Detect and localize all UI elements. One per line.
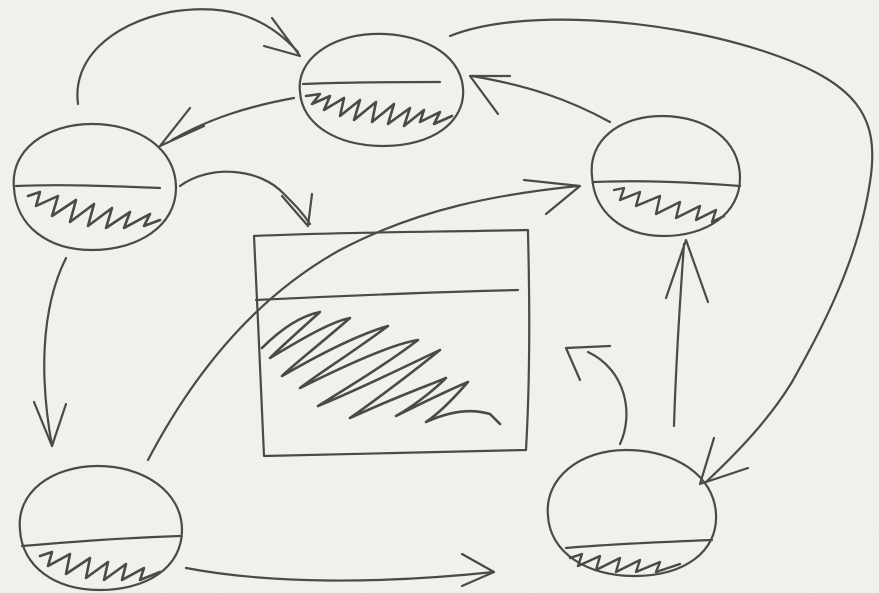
- node-top-circle: [298, 32, 465, 148]
- node-bottom-left-scribble: [38, 550, 162, 582]
- node-center-divider: [254, 288, 520, 302]
- node-bottom-left-circle: [18, 464, 184, 592]
- edge-bottom-right-to-center-line: [586, 350, 628, 446]
- node-center-box: [252, 228, 531, 458]
- edge-bottom-right-to-center-arrowhead: [564, 344, 612, 382]
- edge-left-to-bottom-left: [32, 256, 68, 448]
- node-left-divider: [14, 184, 162, 190]
- edge-left-to-top-arrowhead: [262, 16, 302, 58]
- edge-left-to-center: [178, 170, 314, 228]
- edge-bottom-right-to-center: [564, 344, 628, 446]
- node-bottom-right-scribble: [568, 552, 682, 574]
- edge-bottom-right-to-right-line: [672, 242, 686, 428]
- edge-bottom-left-to-bottom-right-line: [184, 566, 496, 582]
- node-left-scribble: [26, 190, 162, 230]
- edge-top-to-left: [158, 96, 296, 148]
- node-right: [590, 114, 742, 238]
- node-bottom-right-circle: [546, 448, 718, 578]
- node-center: [252, 228, 531, 458]
- node-bottom-right: [546, 448, 718, 578]
- edge-left-to-top-line: [76, 8, 300, 106]
- edge-top-to-bottom-right-line: [448, 18, 874, 484]
- node-left: [12, 122, 178, 252]
- edge-left-to-bottom-left-arrowhead: [32, 400, 68, 448]
- edge-bottom-left-to-right: [146, 178, 582, 462]
- edge-right-to-top-line: [470, 74, 612, 124]
- node-bottom-right-divider: [564, 538, 714, 550]
- edge-bottom-right-to-right: [664, 238, 710, 428]
- edge-left-to-center-arrowhead: [280, 192, 314, 228]
- node-right-scribble: [612, 186, 726, 224]
- node-right-circle: [590, 114, 742, 238]
- node-left-circle: [12, 122, 178, 252]
- node-top-scribble: [304, 92, 454, 128]
- node-center-scribble: [260, 310, 502, 426]
- edge-left-to-bottom-left-line: [43, 256, 68, 448]
- edge-top-to-bottom-right-arrowhead: [698, 436, 750, 486]
- edge-bottom-left-to-right-line: [146, 184, 580, 462]
- edge-left-to-center-line: [178, 170, 312, 226]
- node-top-divider: [301, 80, 442, 86]
- edge-top-to-bottom-right: [448, 18, 874, 486]
- node-bottom-left-divider: [20, 534, 182, 548]
- edge-bottom-right-to-right-arrowhead: [664, 238, 710, 304]
- edge-bottom-left-to-bottom-right: [184, 552, 496, 588]
- node-bottom-left: [18, 464, 184, 592]
- edge-top-to-left-arrowhead: [158, 106, 206, 148]
- edge-right-to-top-arrowhead: [468, 74, 512, 116]
- edge-left-to-top: [76, 8, 302, 106]
- edge-right-to-top: [468, 74, 612, 124]
- edge-top-to-left-line: [170, 96, 296, 142]
- node-right-divider: [592, 180, 742, 188]
- node-top: [298, 32, 465, 148]
- edge-bottom-left-to-bottom-right-arrowhead: [460, 552, 496, 588]
- edge-bottom-left-to-right-arrowhead: [522, 178, 582, 216]
